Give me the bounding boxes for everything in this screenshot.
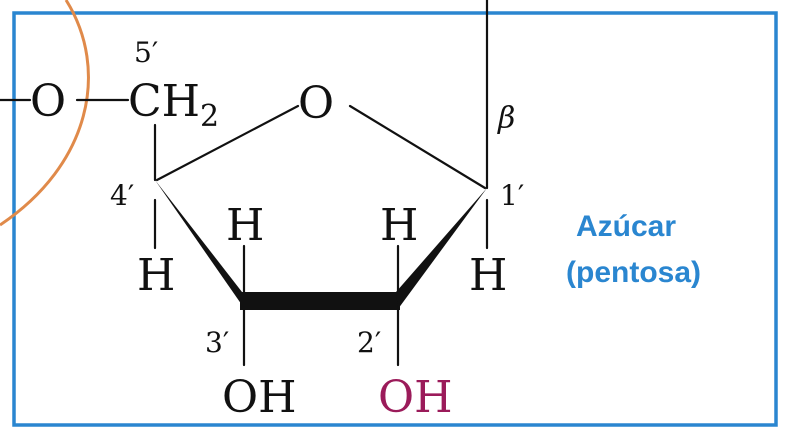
caption-line-1: Azúcar <box>576 210 676 243</box>
atom-h-c1: H <box>469 250 507 301</box>
atom-h-c3-up: H <box>226 200 264 251</box>
c4-o-bond <box>155 104 300 182</box>
atom-ch2: CH2 <box>128 76 219 134</box>
atom-ch2-subscript: 2 <box>200 99 219 134</box>
beta-symbol: β <box>497 101 515 136</box>
atom-o-ring: O <box>298 78 334 129</box>
c3-c2-bold-bond <box>240 292 400 310</box>
atom-h-c4: H <box>137 250 175 301</box>
label-5-prime: 5′ <box>134 36 158 69</box>
atom-o-phosphate: O <box>30 76 66 127</box>
c4-c3-wedge <box>155 180 244 308</box>
label-1-prime: 1′ <box>500 179 524 212</box>
c2-c1-wedge <box>396 188 487 309</box>
atom-ch2-base: CH <box>128 76 200 127</box>
o-c1-bond <box>348 104 487 190</box>
atom-oh-2: OH <box>378 372 452 423</box>
atom-h-c2-up: H <box>380 200 418 251</box>
label-4-prime: 4′ <box>110 179 134 212</box>
caption-line-2: (pentosa) <box>566 256 701 289</box>
label-3-prime: 3′ <box>205 326 229 359</box>
highlight-arc <box>0 0 90 227</box>
frame-box <box>12 11 778 427</box>
atom-oh-3: OH <box>222 372 296 423</box>
label-2-prime: 2′ <box>357 326 381 359</box>
